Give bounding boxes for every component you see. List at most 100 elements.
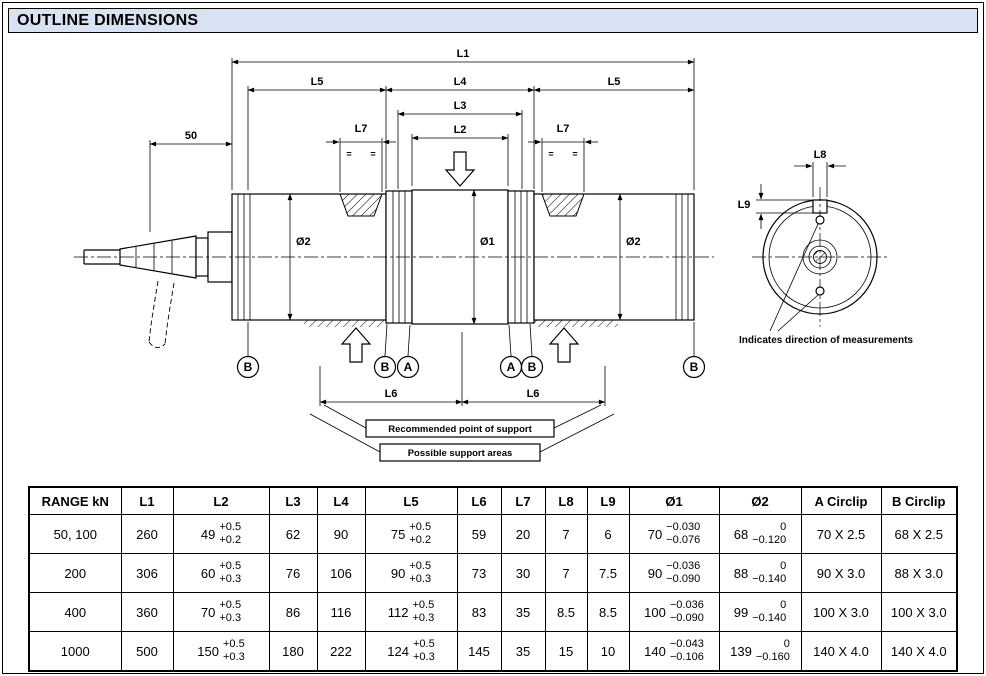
cell-l8: 7 — [544, 553, 588, 593]
cell-phi1: 140−0.043−0.106 — [628, 631, 720, 672]
label-l3: L3 — [454, 100, 467, 112]
cell-l2: 70+0.5+0.3 — [172, 592, 270, 632]
extension-lines — [149, 58, 695, 406]
col-range: RANGE kN — [28, 486, 122, 515]
cell-l2: 49+0.5+0.2 — [172, 514, 270, 554]
col-l8: L8 — [544, 486, 588, 515]
col-a-circlip: A Circlip — [800, 486, 882, 515]
cell-l9: 8.5 — [586, 592, 630, 632]
label-l6-left: L6 — [385, 388, 398, 400]
support-arrow-up-right-icon — [548, 327, 580, 363]
page-title-bar: OUTLINE DIMENSIONS — [8, 8, 978, 33]
equal-mark: = — [346, 149, 351, 159]
technical-drawing-svg: L1 L5 L4 L5 L3 L2 50 L7 L7 = = = = Ø2 Ø1… — [74, 48, 914, 462]
support-notes: Recommended point of support Possible su… — [309, 404, 615, 462]
cable-assembly — [83, 231, 233, 348]
cell-l3: 86 — [268, 592, 318, 632]
cell-l3: 180 — [268, 631, 318, 672]
load-cell-body — [231, 189, 695, 327]
label-l7-right: L7 — [557, 123, 570, 135]
cell-l2: 60+0.5+0.3 — [172, 553, 270, 593]
label-phi2-right: Ø2 — [626, 236, 641, 248]
cell-phi1: 90−0.036−0.090 — [628, 553, 720, 593]
balloon-a: A — [404, 360, 413, 374]
cable-bend-dashed — [148, 280, 159, 343]
col-l5: L5 — [364, 486, 458, 515]
dimensions-table: RANGE kN L1 L2 L3 L4 L5 L6 L7 L8 L9 Ø1 Ø… — [28, 486, 958, 672]
dimension-labels: L1 L5 L4 L5 L3 L2 50 L7 L7 = = = = Ø2 Ø1… — [185, 48, 641, 400]
cell-l5: 124+0.5+0.3 — [364, 631, 458, 672]
equal-mark: = — [370, 149, 375, 159]
col-l3: L3 — [268, 486, 318, 515]
cell-l6: 83 — [456, 592, 502, 632]
balloon-b: B — [244, 360, 253, 374]
equal-mark: = — [572, 149, 577, 159]
page-title: OUTLINE DIMENSIONS — [17, 11, 199, 29]
cell-l5: 90+0.5+0.3 — [364, 553, 458, 593]
label-l4: L4 — [454, 76, 468, 88]
label-phi2-left: Ø2 — [296, 236, 311, 248]
col-l2: L2 — [172, 486, 270, 515]
load-arrows — [340, 151, 580, 363]
cable-boot — [119, 235, 197, 279]
label-phi1: Ø1 — [480, 236, 495, 248]
balloon-b: B — [381, 360, 390, 374]
cell-l9: 7.5 — [586, 553, 630, 593]
col-b-circlip: B Circlip — [880, 486, 958, 515]
col-l7: L7 — [500, 486, 546, 515]
label-l6-right: L6 — [527, 388, 540, 400]
cell-phi1: 100−0.036−0.090 — [628, 592, 720, 632]
dimension-lines — [149, 59, 695, 405]
cell-l8: 15 — [544, 631, 588, 672]
label-l1: L1 — [457, 48, 470, 60]
cell-l8: 7 — [544, 514, 588, 554]
label-l7-left: L7 — [355, 123, 368, 135]
balloon-b: B — [528, 360, 537, 374]
cell-range: 1000 — [28, 631, 122, 672]
cell-a-circlip: 90 X 3.0 — [800, 553, 882, 593]
support-area-right — [534, 320, 618, 327]
cell-l2: 150+0.5+0.3 — [172, 631, 270, 672]
cell-l1: 500 — [120, 631, 174, 672]
support-area-left — [304, 320, 386, 327]
load-arrow-down-icon — [444, 151, 476, 187]
col-phi2: Ø2 — [718, 486, 802, 515]
cell-l7: 30 — [500, 553, 546, 593]
cell-l9: 10 — [586, 631, 630, 672]
table-row: 50, 100 260 49+0.5+0.2 62 90 75+0.5+0.2 … — [28, 514, 958, 554]
outline-drawing: L1 L5 L4 L5 L3 L2 50 L7 L7 = = = = Ø2 Ø1… — [8, 34, 978, 482]
cell-range: 200 — [28, 553, 122, 593]
cell-l7: 35 — [500, 631, 546, 672]
end-view: L8 L9 Indicates direction of measurement… — [738, 149, 914, 346]
col-phi1: Ø1 — [628, 486, 720, 515]
note-possible-support: Possible support areas — [408, 448, 513, 459]
cell-b-circlip: 100 X 3.0 — [880, 592, 958, 632]
cell-l4: 90 — [316, 514, 366, 554]
col-l1: L1 — [120, 486, 174, 515]
cell-l1: 360 — [120, 592, 174, 632]
table-row: 200 306 60+0.5+0.3 76 106 90+0.5+0.3 73 … — [28, 553, 958, 593]
cell-l1: 306 — [120, 553, 174, 593]
balloon-b: B — [690, 360, 699, 374]
cell-l7: 20 — [500, 514, 546, 554]
support-arrow-up-left-icon — [340, 327, 372, 363]
cell-b-circlip: 68 X 2.5 — [880, 514, 958, 554]
table-row: 400 360 70+0.5+0.3 86 116 112+0.5+0.3 83… — [28, 592, 958, 632]
cell-l6: 73 — [456, 553, 502, 593]
note-direction-of-measurements: Indicates direction of measurements — [739, 335, 913, 346]
col-l9: L9 — [586, 486, 630, 515]
label-l8: L8 — [814, 149, 827, 161]
cell-l6: 59 — [456, 514, 502, 554]
label-l2: L2 — [454, 124, 467, 136]
cell-l1: 260 — [120, 514, 174, 554]
cell-l4: 222 — [316, 631, 366, 672]
support-notch-right — [541, 193, 585, 217]
cell-range: 50, 100 — [28, 514, 122, 554]
direction-hole-bottom — [815, 286, 825, 296]
label-50: 50 — [185, 130, 197, 142]
